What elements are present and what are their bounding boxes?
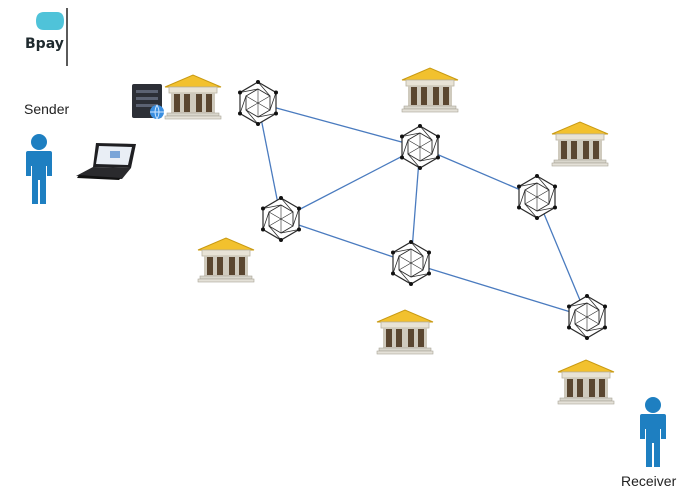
brand-name: Bpay xyxy=(25,36,64,52)
sender-person-icon xyxy=(26,134,52,204)
network-node-icon xyxy=(399,123,441,171)
edge xyxy=(410,262,588,318)
edge xyxy=(280,146,421,220)
network-node-icon xyxy=(237,79,279,127)
network-node-icon xyxy=(260,195,302,243)
brand-logo: Bpay xyxy=(25,8,68,66)
edge xyxy=(257,102,421,148)
network-node-icon xyxy=(566,293,608,341)
edge xyxy=(536,196,588,318)
receiver-label: Receiver xyxy=(621,473,677,489)
laptop-icon xyxy=(76,143,136,180)
edge xyxy=(419,146,538,198)
edge xyxy=(280,218,412,264)
network-nodes xyxy=(237,79,608,341)
sender-label: Sender xyxy=(24,101,69,117)
bank-icon xyxy=(401,67,459,113)
bpay-logo-icon xyxy=(36,12,64,30)
receiver-person-icon xyxy=(640,397,666,467)
bank-icon xyxy=(557,359,615,405)
server-icon xyxy=(132,84,164,120)
bank-icon xyxy=(197,237,255,283)
network-node-icon xyxy=(390,239,432,287)
network-node-icon xyxy=(516,173,558,221)
banks xyxy=(164,67,615,405)
bank-icon xyxy=(376,309,434,355)
bank-icon xyxy=(551,121,609,167)
bank-icon xyxy=(164,74,222,120)
